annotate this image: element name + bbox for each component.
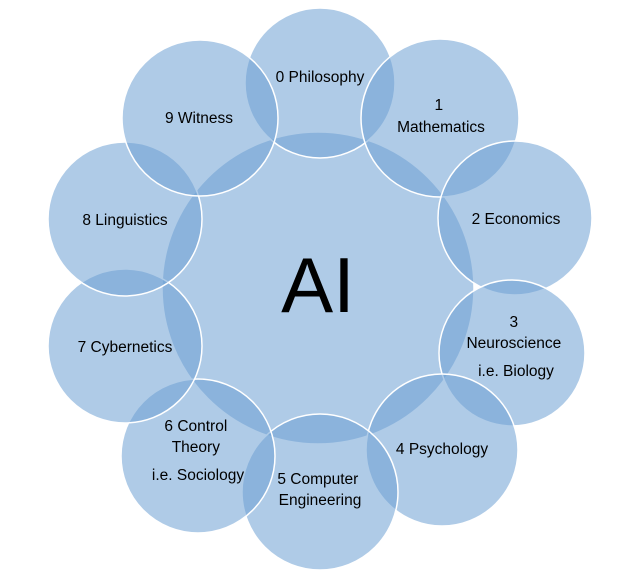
node-label-6-line-2: i.e. Sociology: [152, 467, 244, 484]
node-label-6: 6 Control Theory i.e. Sociology: [152, 418, 244, 484]
node-label-1-line-0: 1: [435, 97, 444, 114]
node-label-4: 4 Psychology: [396, 441, 488, 458]
node-label-5-line-0: 5 Computer: [277, 471, 358, 488]
node-label-6-line-0: 6 Control: [164, 418, 227, 435]
node-label-6-line-1: Theory: [172, 439, 220, 456]
node-label-9: 9 Witness: [165, 110, 233, 127]
node-label-3-line-0: 3: [510, 314, 519, 331]
node-label-3-line-2: i.e. Biology: [478, 363, 554, 380]
node-label-2: 2 Economics: [472, 211, 561, 228]
node-label-9-line-0: 9 Witness: [165, 110, 233, 127]
node-circle-6: [120, 378, 276, 534]
node-circle-9: [121, 39, 279, 197]
center-label: AI: [281, 241, 355, 329]
node-label-5: 5 Computer Engineering: [277, 471, 362, 509]
node-label-0: 0 Philosophy: [276, 69, 365, 86]
node-label-7: 7 Cybernetics: [78, 339, 173, 356]
node-label-1-line-1: Mathematics: [397, 119, 485, 136]
circle-layer: [47, 7, 593, 571]
node-label-2-line-0: 2 Economics: [472, 211, 561, 228]
node-label-4-line-0: 4 Psychology: [396, 441, 488, 458]
node-label-8: 8 Linguistics: [82, 212, 168, 229]
label-layer: AI 0 Philosophy 1 Mathematics 2 Economic…: [78, 69, 565, 509]
node-label-7-line-0: 7 Cybernetics: [78, 339, 173, 356]
node-label-5-line-1: Engineering: [279, 492, 362, 509]
node-label-8-line-0: 8 Linguistics: [82, 212, 168, 229]
node-label-3: 3 Neuroscience i.e. Biology: [466, 314, 565, 380]
node-label-0-line-0: 0 Philosophy: [276, 69, 365, 86]
node-label-1: 1 Mathematics: [397, 97, 485, 136]
node-label-3-line-1: Neuroscience: [466, 335, 561, 352]
